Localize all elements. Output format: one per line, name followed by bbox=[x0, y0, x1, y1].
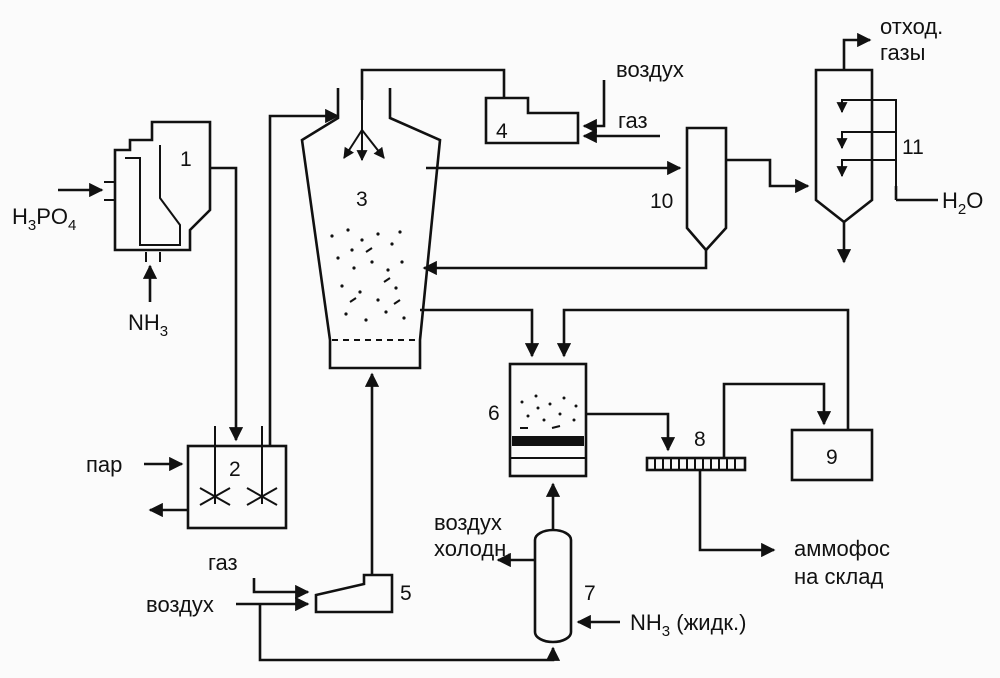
label-offgas-1: отход. bbox=[880, 14, 943, 39]
unit-8-conveyor bbox=[645, 456, 747, 472]
unit-number: 7 bbox=[584, 582, 596, 605]
unit-5-furnace bbox=[314, 573, 394, 614]
dryer-particles bbox=[330, 228, 406, 322]
unit-7-evaporator bbox=[533, 528, 573, 644]
process-lines bbox=[58, 32, 938, 662]
unit-number: 4 bbox=[496, 120, 508, 143]
label-gas-bottom: газ bbox=[208, 550, 238, 575]
unit-number: 8 bbox=[694, 428, 706, 451]
offgas-line bbox=[842, 32, 872, 70]
label-h3po4: H3PO4 bbox=[12, 204, 76, 234]
unit-number: 6 bbox=[488, 402, 500, 425]
label-cold-air-2: холодн. bbox=[434, 536, 512, 561]
unit-number: 11 bbox=[902, 136, 924, 159]
unit-3-dryer bbox=[300, 88, 442, 370]
air-to-4-line bbox=[582, 80, 606, 134]
unit-number: 10 bbox=[650, 190, 673, 213]
line-4-to-3 bbox=[360, 68, 506, 100]
line-8-to-9 bbox=[722, 382, 832, 458]
air-to-7-line bbox=[258, 604, 561, 662]
unit-9-crusher bbox=[790, 428, 874, 482]
line-10-to-11 bbox=[726, 158, 810, 194]
label-nh3-liquid: NH3 (жидк.) bbox=[630, 610, 746, 640]
line-1-to-2 bbox=[210, 166, 244, 442]
unit-11-scrubber bbox=[814, 68, 897, 224]
unit-number: 3 bbox=[356, 188, 368, 211]
unit-number: 2 bbox=[229, 458, 241, 481]
unit-1-reactor bbox=[104, 120, 212, 262]
label-offgas-2: газы bbox=[880, 40, 925, 65]
unit-4-furnace bbox=[484, 96, 580, 145]
label-product-1: аммофос bbox=[794, 536, 890, 561]
stream-labels: H3PO4 NH3 пар газ воздух отход. газы H2O… bbox=[12, 14, 983, 640]
label-air-top: воздух bbox=[616, 57, 684, 82]
unit-number: 9 bbox=[826, 446, 838, 469]
label-air-bottom: воздух bbox=[146, 592, 214, 617]
label-steam: пар bbox=[86, 452, 122, 477]
cooler-particles bbox=[520, 394, 578, 429]
line-3-to-6 bbox=[420, 308, 540, 358]
label-gas-top: газ bbox=[618, 108, 648, 133]
unit-number: 1 bbox=[180, 148, 192, 171]
label-nh3-feed: NH3 bbox=[128, 310, 168, 340]
line-2-to-3 bbox=[268, 108, 340, 446]
label-product-2: на склад bbox=[794, 564, 883, 589]
label-water: H2O bbox=[942, 188, 983, 218]
gas-to-5-line bbox=[252, 578, 310, 600]
unit-10-cyclone bbox=[685, 126, 728, 252]
unit-2-mixer bbox=[186, 426, 288, 530]
unit-numbers: 1 2 3 4 5 6 7 8 9 10 11 bbox=[180, 120, 924, 605]
line-6-to-8 bbox=[586, 412, 676, 452]
unit-6-cooler bbox=[508, 362, 588, 478]
unit-number: 5 bbox=[400, 582, 412, 605]
line-9-to-6 bbox=[556, 308, 850, 430]
product-line bbox=[698, 470, 776, 558]
label-cold-air-1: воздух bbox=[434, 510, 502, 535]
line-10-to-3 bbox=[422, 250, 708, 276]
